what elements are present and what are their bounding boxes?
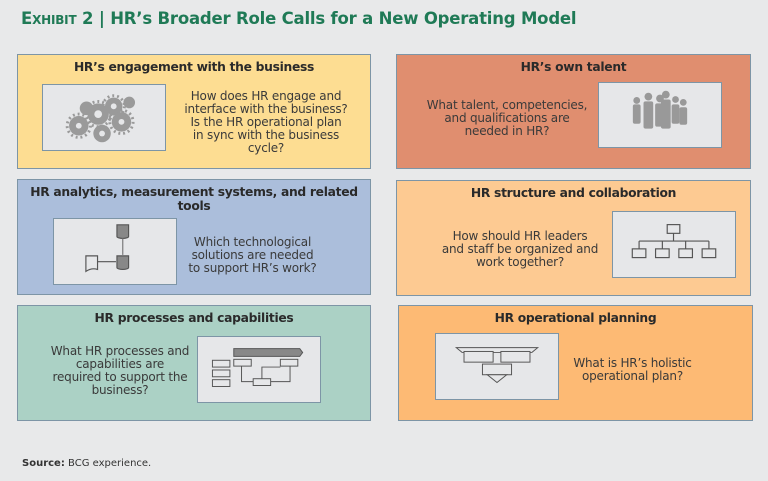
box-heading: HR analytics, measurement systems, and r… bbox=[30, 185, 358, 213]
exhibit-number: Exhibit 2 bbox=[21, 9, 94, 28]
box-heading: HR operational planning bbox=[494, 311, 657, 325]
exhibit-title: Exhibit 2 | HR’s Broader Role Calls for … bbox=[21, 9, 577, 28]
gears-icon bbox=[42, 84, 166, 151]
box-question: What is HR’s holistic operational plan? bbox=[573, 356, 692, 383]
people-icon bbox=[598, 82, 722, 148]
source-note: Source: BCG experience. bbox=[22, 458, 151, 469]
org-chart-icon bbox=[612, 211, 736, 278]
source-label: Source: bbox=[22, 458, 65, 469]
box-heading: HR’s engagement with the business bbox=[73, 60, 315, 74]
box-heading: HR processes and capabilities bbox=[94, 311, 294, 325]
box-question: Which technological solutions are needed… bbox=[188, 235, 317, 275]
source-text: BCG experience. bbox=[68, 458, 152, 469]
box-question: What talent, competencies, and qualifica… bbox=[426, 98, 588, 138]
box-heading: HR’s own talent bbox=[520, 60, 627, 74]
process-flow-icon bbox=[197, 336, 321, 403]
box-question: How does HR engage and interface with th… bbox=[184, 89, 348, 155]
title-separator: | bbox=[98, 9, 105, 28]
database-icon bbox=[53, 218, 177, 285]
box-question: What HR processes and capabilities are r… bbox=[50, 344, 190, 397]
box-question: How should HR leaders and staff be organ… bbox=[441, 229, 599, 269]
box-heading: HR structure and collaboration bbox=[470, 186, 677, 200]
title-text: HR’s Broader Role Calls for a New Operat… bbox=[110, 9, 577, 28]
funnel-plan-icon bbox=[435, 333, 559, 400]
